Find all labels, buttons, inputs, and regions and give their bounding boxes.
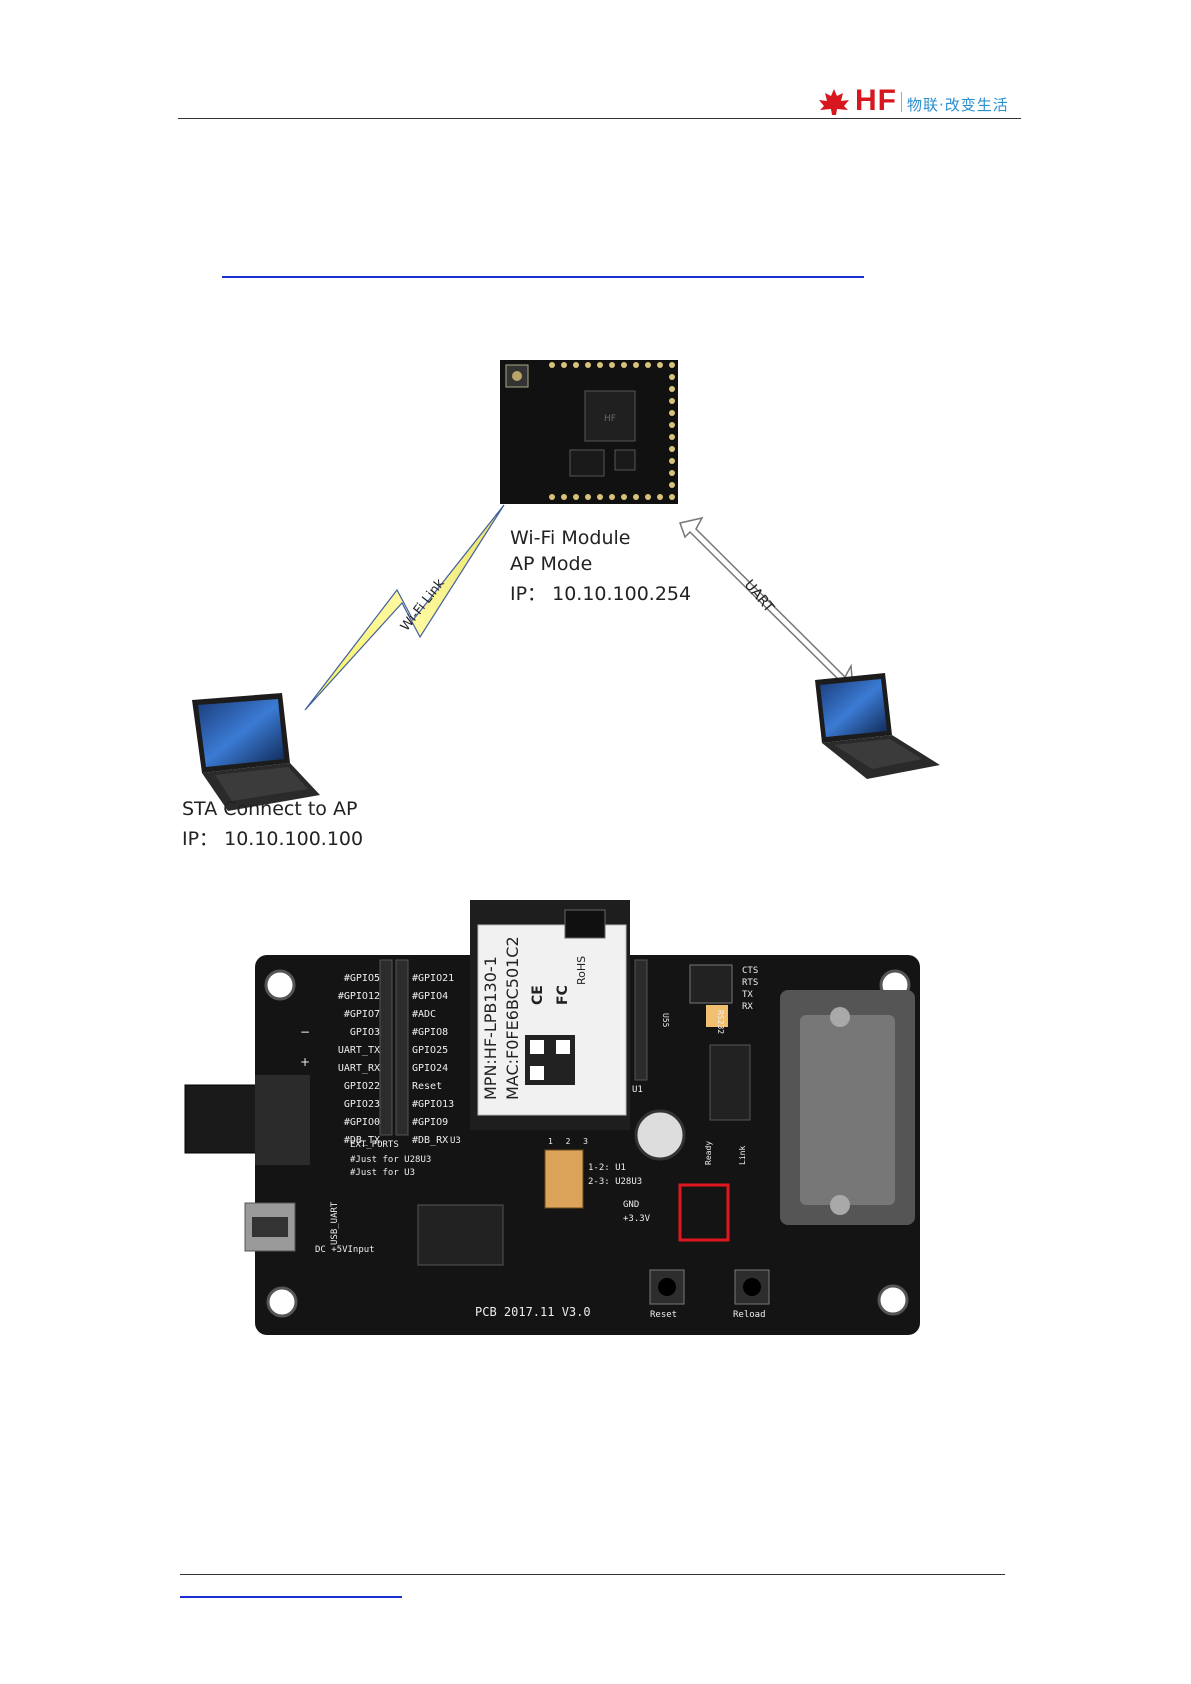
ext-ports-label: EXT_PORTS: [350, 1140, 399, 1150]
rs232-pin-label: RX: [742, 1002, 753, 1012]
module-ip: IP： 10.10.100.254: [510, 583, 692, 605]
right-pin-label: #GPIO13: [412, 1099, 455, 1110]
right-pin-label: GPIO25: [412, 1045, 449, 1056]
jumper-12-label: 1-2: U1: [588, 1163, 626, 1173]
right-pin-label: #DB_RX: [412, 1135, 449, 1146]
u1-label: U1: [632, 1085, 643, 1095]
board-graphics: [184, 900, 920, 1335]
evaluation-board-photo: #GPIO5 #GPIO12 #GPIO7 GPIO3 UART_TX UART…: [180, 895, 1030, 1345]
hyperlink-underline[interactable]: [222, 276, 864, 278]
dc-minus-label: −: [300, 1025, 311, 1039]
just-for-u3-label: #Just for U3: [350, 1168, 416, 1178]
left-pin-label: #GPIO7: [343, 1009, 380, 1020]
station-title: STA Connect to AP: [182, 798, 358, 820]
right-pin-labels: #GPIO21 #GPIO4 #ADC #GPIO8 GPIO25 GPIO24…: [412, 970, 472, 1150]
right-pin-label: GPIO24: [412, 1063, 449, 1074]
header-rule: [178, 118, 1021, 119]
u55-label: U55: [661, 1013, 670, 1028]
station-ip: IP： 10.10.100.100: [182, 828, 364, 850]
module-mpn: MPN:HF-LPB130-1: [481, 956, 500, 1100]
rs232-label: RS232: [716, 1010, 725, 1035]
maple-leaf-icon: [819, 89, 849, 115]
ready-label: Ready: [704, 1140, 713, 1165]
dc-input-label: DC +5VInput: [315, 1245, 375, 1255]
right-pin-label: #GPIO21: [412, 973, 455, 984]
company-logo: HF 物联·改变生活: [815, 84, 1025, 120]
rs232-pin-labels: CTS RTS TX RX: [742, 965, 758, 1013]
fcc-mark: FC: [555, 985, 571, 1005]
just-for-u28-label: #Just for U28U3: [350, 1155, 432, 1165]
jumper-23-label: 2-3: U28U3: [588, 1177, 643, 1187]
gnd-label: GND: [623, 1200, 640, 1210]
left-pin-label: #DB_TX: [343, 1135, 380, 1146]
ce-mark: CE: [530, 985, 546, 1005]
left-pin-label: GPIO22: [343, 1081, 380, 1092]
link-label: Link: [738, 1145, 747, 1165]
footer-rule: [180, 1574, 1005, 1575]
left-pin-label: UART_RX: [337, 1063, 380, 1074]
rs232-pin-label: RTS: [742, 978, 759, 988]
wifi-module-image: HF: [500, 360, 678, 504]
jumper-number: 1: [548, 1137, 553, 1146]
rohs-mark: RoHS: [575, 955, 588, 985]
logo-text: HF: [855, 84, 897, 117]
module-label: MPN:HF-LPB130-1 MAC:F0FE6BC501C2: [480, 910, 524, 1100]
left-pin-label: #GPIO5: [343, 973, 380, 984]
left-pin-label: UART_TX: [337, 1045, 380, 1056]
uart-laptop-image: [815, 673, 940, 779]
ap-mode-diagram: HF: [170, 355, 1040, 855]
station-laptop-image: [192, 693, 320, 811]
svg-text:HF: HF: [604, 414, 616, 424]
jumper-numbers: 1 2 3: [548, 1137, 588, 1146]
reload-button-label: Reload: [733, 1310, 766, 1320]
logo-slogan: 物联·改变生活: [907, 96, 1009, 114]
v33-label: +3.3V: [623, 1214, 651, 1224]
dc-plus-label: +: [300, 1055, 311, 1069]
jumper-number: 2: [565, 1137, 571, 1146]
left-pin-label: GPIO3: [349, 1027, 380, 1038]
module-mode: AP Mode: [510, 553, 593, 575]
right-pin-label: #GPIO9: [412, 1117, 449, 1128]
pcb-version: PCB 2017.11 V3.0: [475, 1305, 591, 1319]
diagram-graphics: HF: [192, 360, 940, 811]
footer-link-underline[interactable]: [180, 1596, 402, 1598]
left-pin-labels: #GPIO5 #GPIO12 #GPIO7 GPIO3 UART_TX UART…: [310, 970, 380, 1150]
rs232-pin-label: CTS: [742, 966, 759, 976]
reset-button-label: Reset: [650, 1310, 678, 1320]
right-pin-label: #ADC: [412, 1009, 437, 1020]
logo-separator: [901, 92, 902, 112]
rs232-pin-label: TX: [742, 990, 753, 1000]
module-mac: MAC:F0FE6BC501C2: [503, 936, 522, 1100]
jumper-number: 3: [583, 1137, 588, 1146]
usb-uart-label: USB_UART: [330, 1201, 340, 1245]
wifi-link-bolt: [304, 504, 505, 711]
module-title: Wi-Fi Module: [510, 527, 631, 549]
left-pin-label: GPIO23: [343, 1099, 380, 1110]
right-pin-label: #GPIO8: [412, 1027, 449, 1038]
left-pin-label: #GPIO12: [337, 991, 380, 1002]
right-pin-label: #GPIO4: [412, 991, 449, 1002]
u3-label: U3: [450, 1136, 461, 1146]
left-pin-label: #GPIO0: [343, 1117, 380, 1128]
right-pin-label: Reset: [412, 1081, 443, 1092]
